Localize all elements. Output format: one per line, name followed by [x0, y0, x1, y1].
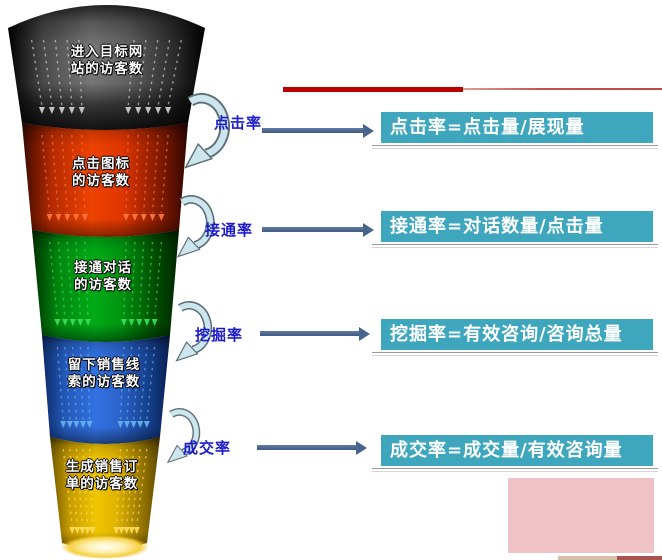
rate-label-deal: 成交率 — [183, 439, 232, 457]
bottom-bar-red — [617, 556, 662, 560]
funnel-bottom-glow — [61, 535, 149, 559]
formula-box-connect: 接通率=对话数量/点击量 — [381, 211, 653, 242]
formula-underline — [372, 145, 658, 149]
rate-label-connect: 接通率 — [205, 221, 254, 239]
bottom-bar-tan — [558, 556, 617, 560]
formula-underline — [372, 352, 658, 356]
pink-panel — [508, 478, 654, 553]
curved-arrow-icon — [176, 91, 234, 177]
funnel-flow-dashes — [30, 39, 183, 534]
funnel-diagram — [8, 5, 205, 559]
right-arrow-icon — [262, 222, 374, 237]
red-accent-line-thick — [283, 87, 463, 92]
red-accent-line-thin — [463, 88, 662, 90]
formula-box-click: 点击率=点击量/展现量 — [381, 112, 653, 143]
right-arrow-icon — [260, 326, 370, 341]
right-arrow-icon — [262, 123, 374, 138]
right-arrow-icon — [257, 440, 367, 455]
formula-underline — [372, 468, 658, 472]
formula-underline — [372, 244, 658, 248]
formula-box-mining: 挖掘率=有效咨询/咨询总量 — [381, 319, 653, 350]
rate-label-click: 点击率 — [214, 114, 263, 132]
rate-label-mining: 挖掘率 — [195, 326, 244, 344]
formula-box-deal: 成交率=成交量/有效咨询量 — [381, 435, 653, 466]
